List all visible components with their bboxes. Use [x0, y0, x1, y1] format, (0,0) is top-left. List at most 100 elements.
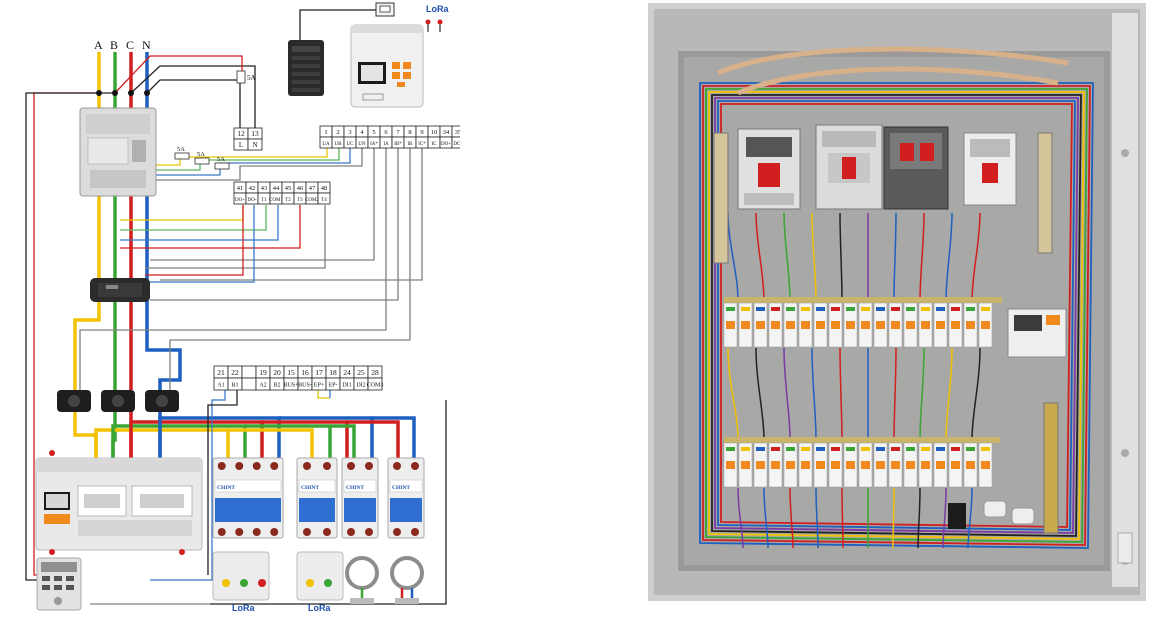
- terminal-name: A2: [259, 383, 266, 389]
- fuse-voltage-b: 5A: [194, 151, 210, 165]
- terminal-cell: [241, 365, 257, 379]
- lora-sensor-1: LoRa: [212, 551, 270, 613]
- breaker-brand: CHINT: [392, 485, 410, 491]
- photo-terminal-strip-left: [713, 132, 729, 264]
- terminal-name: T1: [261, 198, 267, 203]
- terminal-number: 5: [372, 129, 375, 136]
- terminal-name: BUS+: [283, 383, 299, 389]
- fuse-label-power: 5A: [247, 74, 256, 82]
- terminal-number: 1: [324, 129, 327, 136]
- breaker-brand: CHINT: [346, 485, 364, 491]
- energy-meter-breaker: [35, 450, 203, 555]
- terminal-name: UC: [347, 142, 355, 147]
- control-wires: [25, 9, 447, 605]
- terminal-name: DO+: [235, 198, 245, 203]
- phase-label-n: N: [142, 38, 151, 52]
- terminal-name: COM3: [367, 383, 384, 389]
- wire-bundle: [699, 46, 1094, 549]
- photo-main-breaker-center: [815, 124, 883, 210]
- terminal-number: 46: [297, 185, 304, 192]
- fuse-voltage-a: 5A: [174, 146, 190, 160]
- mcb-breaker: CHINT: [212, 457, 284, 539]
- terminal-number: 41: [237, 185, 244, 192]
- svg-text:5A: 5A: [197, 151, 205, 158]
- terminal-name: DO-: [454, 142, 460, 147]
- terminal-number: 44: [273, 185, 280, 192]
- terminal-number: 16: [301, 368, 309, 377]
- mcb-breaker: CHINT: [296, 457, 338, 539]
- terminal-name: DI2: [356, 383, 365, 389]
- photo-ct-clips: [948, 500, 1035, 529]
- ct-ring-1: [345, 556, 379, 604]
- cabinet-photo: [648, 3, 1146, 601]
- lora-antenna-top: LoRa: [425, 4, 449, 32]
- mcb-breaker: CHINT: [341, 457, 379, 539]
- comm-terminal-block: 21A122B119A220B215BUS+16BUS-17EP+18EP-24…: [213, 365, 384, 391]
- gateway-device: [288, 40, 324, 96]
- terminal-name: IB*: [394, 142, 402, 147]
- terminal-number: 6: [384, 129, 388, 136]
- terminal-number: 18: [329, 368, 337, 377]
- phase-label-c: C: [126, 38, 134, 52]
- lora-label-top: LoRa: [426, 4, 449, 14]
- breaker-brand: CHINT: [217, 485, 235, 491]
- terminal-name: BUS-: [298, 383, 312, 389]
- mcb-breaker: CHINT: [387, 457, 425, 539]
- ct-sensor-a: [57, 390, 91, 412]
- photo-main-breaker-left: [737, 128, 801, 210]
- multifunction-meter: [350, 24, 424, 108]
- terminal-number: 17: [315, 368, 323, 377]
- terminal-name: EP+: [314, 383, 325, 389]
- terminal-name: L: [239, 141, 243, 149]
- terminal-number: 8: [408, 129, 411, 136]
- mcb-group: CHINT CHINT CHINT CHINT: [212, 457, 425, 539]
- svg-text:5A: 5A: [177, 146, 185, 153]
- fuse-voltage-c: 5A: [214, 156, 230, 170]
- terminal-number: 43: [261, 185, 268, 192]
- terminal-name: T4: [321, 198, 327, 203]
- photo-dual-breaker: [883, 126, 949, 210]
- terminal-name: EP-: [329, 383, 338, 389]
- terminal-number: 42: [249, 185, 256, 192]
- terminal-name: IA*: [370, 142, 378, 147]
- terminal-name: T3: [297, 198, 303, 203]
- photo-energy-meter: [1007, 308, 1067, 358]
- wiring-diagram: LoRa: [25, 2, 460, 613]
- terminal-number: 7: [396, 129, 400, 136]
- ct-sensor-c: [145, 390, 179, 412]
- terminal-number: 22: [231, 368, 239, 377]
- keypad-device: [36, 557, 82, 611]
- lora-sensor-2: LoRa: [296, 551, 344, 613]
- terminal-name: UA: [322, 142, 330, 147]
- lora-label-1: LoRa: [232, 603, 255, 613]
- terminal-number: 10: [431, 129, 438, 136]
- phase-labels: A B C N: [94, 38, 151, 52]
- photo-terminal-strip-right: [1037, 132, 1059, 534]
- main-breaker: [79, 90, 157, 197]
- terminal-name: T2: [285, 198, 291, 203]
- terminal-number: 13: [251, 129, 259, 138]
- terminal-name: UB: [335, 142, 343, 147]
- terminal-number: 34: [443, 129, 450, 136]
- terminal-number: 24: [343, 368, 351, 377]
- lora-label-2: LoRa: [308, 603, 331, 613]
- terminal-number: 12: [237, 129, 245, 138]
- terminal-name: IA: [383, 142, 389, 147]
- terminal-name: DO+: [441, 142, 451, 147]
- terminal-number: 19: [259, 368, 267, 377]
- ct-sensor-b: [101, 390, 135, 412]
- terminal-number: 3: [348, 129, 351, 136]
- phase-label-a: A: [94, 38, 103, 52]
- input-terminal-block: 1UA2UB3UC4UN5IA*6IA7IB*8IB9IC*10IC34DO+3…: [319, 125, 460, 149]
- router-icon: [375, 2, 395, 17]
- terminal-name: UN: [358, 142, 366, 147]
- terminal-number: 28: [371, 368, 379, 377]
- current-transformer-module: [90, 278, 150, 302]
- terminal-name: DO-: [248, 198, 257, 203]
- terminal-number: 2: [336, 129, 339, 136]
- svg-text:5A: 5A: [217, 156, 225, 163]
- terminal-number: 25: [357, 368, 365, 377]
- terminal-number: 35: [455, 129, 460, 136]
- terminal-name: IC: [432, 142, 438, 147]
